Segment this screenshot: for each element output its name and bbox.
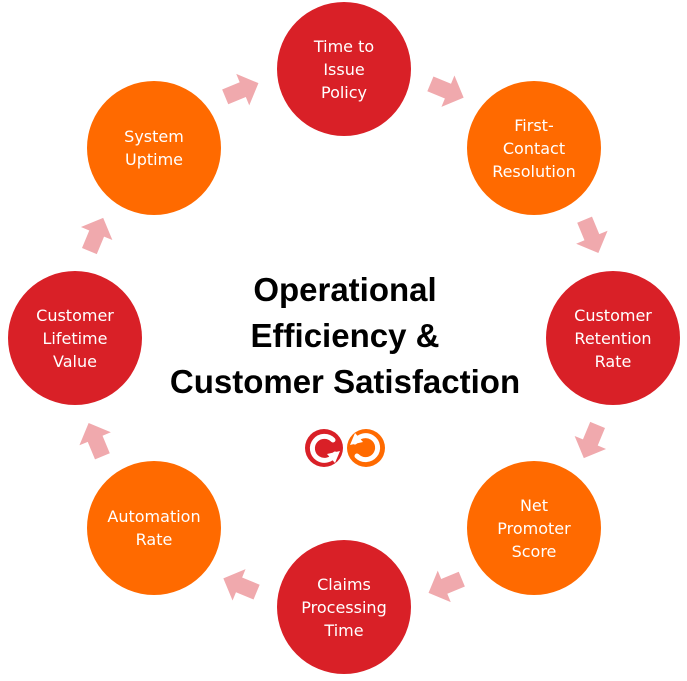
refresh-circle-icon (347, 429, 385, 467)
node-customer-lifetime-value: Customer Lifetime Value (8, 271, 142, 405)
node-customer-retention-rate: Customer Retention Rate (546, 271, 680, 405)
refresh-circle-icon (305, 429, 343, 467)
cycle-arrow-icon (574, 421, 607, 459)
center-title: Operational Efficiency & Customer Satisf… (130, 267, 560, 405)
cycle-arrow-icon (223, 569, 260, 601)
node-first-contact-resolution: First- Contact Resolution (467, 81, 601, 215)
center-title-line-1: Operational (253, 271, 437, 308)
cycle-arrow-icon (222, 73, 259, 106)
center-title-line-3: Customer Satisfaction (169, 363, 521, 400)
node-system-uptime: System Uptime (87, 81, 221, 215)
node-label: Customer Retention Rate (574, 305, 652, 371)
cycle-arrow-icon (428, 570, 465, 603)
cycle-arrow-icon (80, 217, 113, 255)
node-time-to-issue-policy: Time to Issue Policy (277, 2, 411, 136)
node-label: Net Promoter Score (497, 495, 571, 561)
node-label: Time to Issue Policy (313, 36, 375, 102)
logo (305, 429, 385, 467)
node-net-promoter-score: Net Promoter Score (467, 461, 601, 595)
cycle-arrow-icon (427, 75, 464, 107)
node-automation-rate: Automation Rate (87, 461, 221, 595)
node-label: Claims Processing Time (301, 574, 387, 640)
node-claims-processing-time: Claims Processing Time (277, 540, 411, 674)
node-label: System Uptime (124, 127, 184, 169)
node-label: Customer Lifetime Value (36, 305, 114, 371)
node-label: Automation Rate (107, 507, 201, 549)
center-title-line-2: Efficiency & (250, 317, 440, 354)
cycle-arrow-icon (79, 423, 111, 460)
cycle-arrow-icon (576, 216, 608, 253)
node-label: First- Contact Resolution (492, 115, 576, 181)
